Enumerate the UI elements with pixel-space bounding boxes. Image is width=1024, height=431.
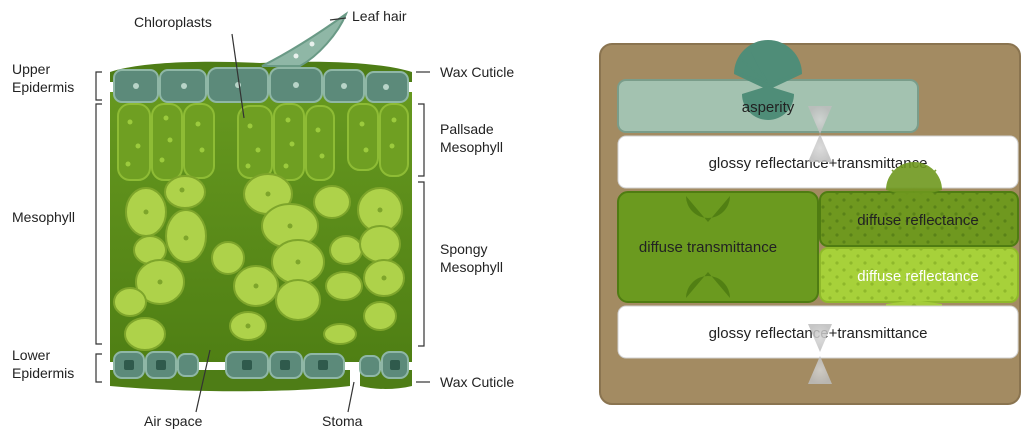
- lower-epidermis-cells: [114, 352, 408, 378]
- diffuse-reflectance-2-label: diffuse reflectance: [857, 268, 978, 285]
- lower-epidermis-label-2: Epidermis: [12, 365, 74, 381]
- lower-epidermis-label-1: Lower: [12, 347, 50, 363]
- wax-cuticle-top-label: Wax Cuticle: [440, 64, 514, 80]
- palisade-label-2: Mesophyll: [440, 139, 503, 155]
- palisade-label-1: Pallsade: [440, 121, 494, 137]
- air-space-label: Air space: [144, 413, 203, 429]
- chloroplasts-label: Chloroplasts: [134, 14, 212, 30]
- leaf-hair-label: Leaf hair: [352, 8, 407, 24]
- asperity-label: asperity: [742, 99, 795, 116]
- spongy-label-1: Spongy: [440, 241, 487, 257]
- stoma-label: Stoma: [322, 413, 363, 429]
- upper-epidermis-label-2: Epidermis: [12, 79, 74, 95]
- upper-epidermis-label-1: Upper: [12, 61, 50, 77]
- leaf-hair: [262, 14, 346, 66]
- diffuse-reflectance-1-label: diffuse reflectance: [857, 212, 978, 229]
- spongy-label-2: Mesophyll: [440, 259, 503, 275]
- palisade-cells: [118, 104, 408, 180]
- wax-cuticle-bottom-label: Wax Cuticle: [440, 374, 514, 390]
- leaf-cross-section: Chloroplasts Leaf hair Upper Epidermis W…: [12, 8, 514, 429]
- mesophyll-label: Mesophyll: [12, 209, 75, 225]
- diffuse-transmittance-label: diffuse transmittance: [639, 239, 777, 256]
- layer-model: asperity glossy reflectance+transmittanc…: [600, 40, 1020, 404]
